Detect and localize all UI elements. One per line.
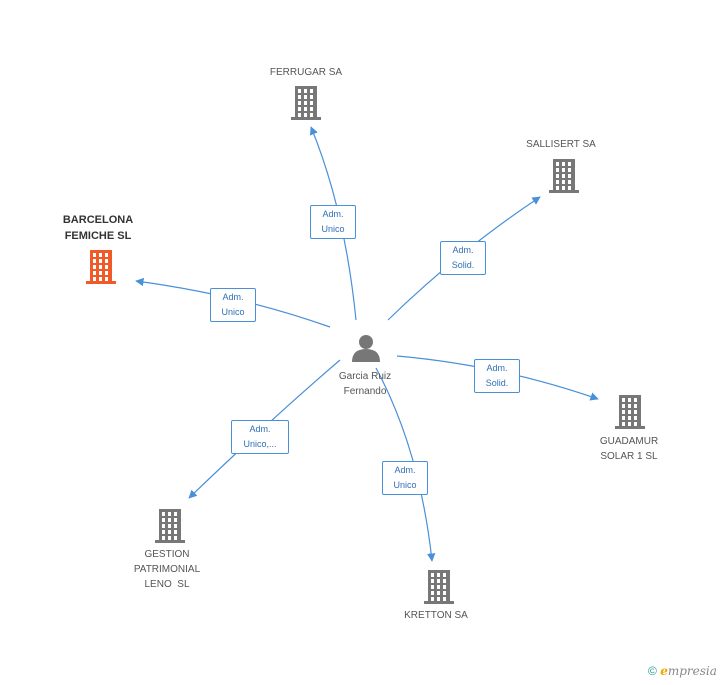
- role-line1: Adm.: [249, 424, 271, 434]
- copyright-icon: ©: [648, 664, 657, 678]
- edge-label-gestion: Adm. Unico,...: [231, 420, 289, 454]
- person-icon[interactable]: [352, 335, 380, 362]
- company-name-line2: PATRIMONIAL: [133, 564, 201, 575]
- company-label-barcelona[interactable]: BARCELONA FEMICHE SL: [38, 212, 158, 244]
- footer-brand: © empresia: [648, 664, 717, 678]
- building-icon[interactable]: [424, 570, 454, 604]
- building-icon[interactable]: [549, 159, 579, 193]
- role-line2: Solid.: [451, 260, 475, 270]
- company-name: FERRUGAR SA: [269, 67, 343, 78]
- company-name: KRETTON SA: [404, 610, 468, 621]
- role-line2: Unico: [393, 480, 417, 490]
- role-line1: Adm.: [452, 245, 474, 255]
- edge-label-barcelona: Adm. Unico: [210, 288, 256, 322]
- company-name-line1: BARCELONA: [62, 214, 134, 226]
- company-name-line2: SOLAR 1 SL: [600, 451, 658, 462]
- building-icon[interactable]: [155, 509, 185, 543]
- role-line2: Unico: [221, 307, 245, 317]
- building-icon[interactable]: [615, 395, 645, 429]
- edge-label-sallisert: Adm. Solid.: [440, 241, 486, 275]
- company-label-gestion[interactable]: GESTION PATRIMONIAL LENO SL: [107, 547, 227, 592]
- brand-logo: empresia: [660, 664, 717, 678]
- company-label-guadamur[interactable]: GUADAMUR SOLAR 1 SL: [569, 434, 689, 464]
- company-name-line1: GESTION: [144, 549, 190, 560]
- role-line1: Adm.: [222, 292, 244, 302]
- role-line1: Adm.: [486, 363, 508, 373]
- role-line2: Unico,...: [243, 439, 277, 449]
- company-name-line1: GUADAMUR: [599, 436, 659, 447]
- company-label-ferrugar[interactable]: FERRUGAR SA: [246, 65, 366, 80]
- edge-label-kretton: Adm. Unico: [382, 461, 428, 495]
- brand-logo-rest: mpresia: [667, 664, 717, 678]
- role-line2: Unico: [321, 224, 345, 234]
- role-line2: Solid.: [485, 378, 509, 388]
- role-line1: Adm.: [394, 465, 416, 475]
- company-name-line2: FEMICHE SL: [64, 230, 132, 242]
- building-icon[interactable]: [86, 250, 116, 284]
- edge-label-ferrugar: Adm. Unico: [310, 205, 356, 239]
- company-name-line3: LENO SL: [144, 579, 190, 590]
- person-name-line2: Fernando: [343, 386, 387, 397]
- person-name-line1: Garcia Ruiz: [338, 371, 392, 382]
- building-icon[interactable]: [291, 86, 321, 120]
- role-line1: Adm.: [322, 209, 344, 219]
- person-name: Garcia Ruiz Fernando: [310, 369, 420, 399]
- edge-label-guadamur: Adm. Solid.: [474, 359, 520, 393]
- brand-logo-e: e: [660, 664, 668, 678]
- edge-kretton: [375, 367, 436, 562]
- company-label-kretton[interactable]: KRETTON SA: [376, 608, 496, 623]
- company-name: SALLISERT SA: [526, 139, 596, 150]
- company-label-sallisert[interactable]: SALLISERT SA: [501, 137, 621, 152]
